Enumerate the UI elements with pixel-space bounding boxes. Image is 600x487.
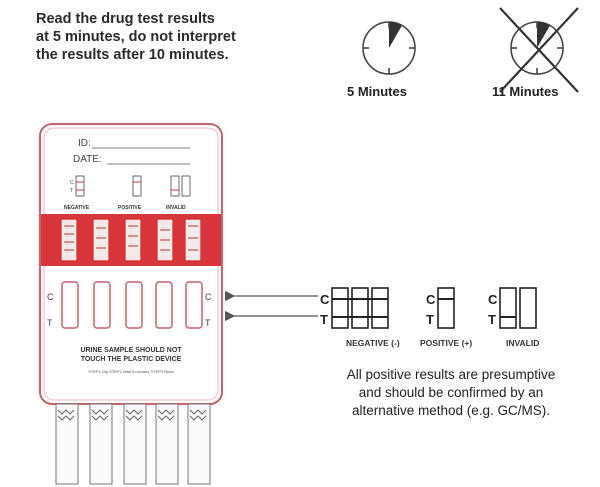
clock-11-minutes-label: 11 Minutes xyxy=(492,84,559,99)
legend-c-invalid: C xyxy=(488,292,498,307)
note-line-1: All positive results are presumptive xyxy=(346,367,556,382)
clock-11-minutes-icon xyxy=(510,21,564,75)
drug-label-stickers xyxy=(61,219,201,261)
instruction-text: Read the drug test results at 5 minutes,… xyxy=(36,10,336,64)
steps-line: STEP1 Dip STEP2 Wait 5 minutes STEP3 Rea… xyxy=(88,369,173,374)
window-t-left: T xyxy=(47,318,53,328)
cross-out-icon xyxy=(499,7,579,93)
warning-line-1: URINE SAMPLE SHOULD NOT xyxy=(80,347,182,354)
window-c-left: C xyxy=(47,292,54,302)
instruction-line-3: the results after 10 minutes. xyxy=(36,47,229,63)
date-label: DATE: xyxy=(73,154,102,165)
instruction-line-1: Read the drug test results xyxy=(36,11,215,27)
legend-t-invalid: T xyxy=(488,312,496,327)
legend-t-negative: T xyxy=(320,312,328,327)
legend-c-negative: C xyxy=(320,292,330,307)
warning-line-2: TOUCH THE PLASTIC DEVICE xyxy=(81,356,182,363)
result-windows xyxy=(61,281,203,329)
note-line-3: alternative method (e.g. GC/MS). xyxy=(351,403,551,418)
test-cup-device: ID: DATE: C T NEGATIVE POSITIVE INVALID xyxy=(39,123,223,405)
mini-c-label: C xyxy=(70,180,74,186)
mini-invalid-label: INVALID xyxy=(166,205,186,211)
instruction-line-2: at 5 minutes, do not interpret xyxy=(36,29,236,45)
clock-5-minutes-label: 5 Minutes xyxy=(347,84,407,99)
mini-t-label: T xyxy=(70,188,73,194)
window-c-right: C xyxy=(205,292,212,302)
result-legend: C T C T C T NEGATIVE (-) POSITIVE (+) IN… xyxy=(320,287,539,348)
legend-invalid-label: INVALID xyxy=(506,338,539,348)
legend-t-positive: T xyxy=(426,312,434,327)
mini-negative-label: NEGATIVE xyxy=(64,205,90,211)
legend-positive-label: POSITIVE (+) xyxy=(420,338,472,348)
mini-positive-label: POSITIVE xyxy=(118,205,142,211)
legend-negative-label: NEGATIVE (-) xyxy=(346,338,400,348)
note-line-2: and should be confirmed by an xyxy=(358,385,544,400)
pointer-arrows xyxy=(224,290,318,322)
id-label: ID: xyxy=(78,138,91,149)
clock-5-minutes-icon xyxy=(362,21,416,75)
confirmation-note: All positive results are presumptive and… xyxy=(310,366,592,420)
dip-strips xyxy=(55,403,211,485)
legend-c-positive: C xyxy=(426,292,436,307)
window-t-right: T xyxy=(205,318,211,328)
